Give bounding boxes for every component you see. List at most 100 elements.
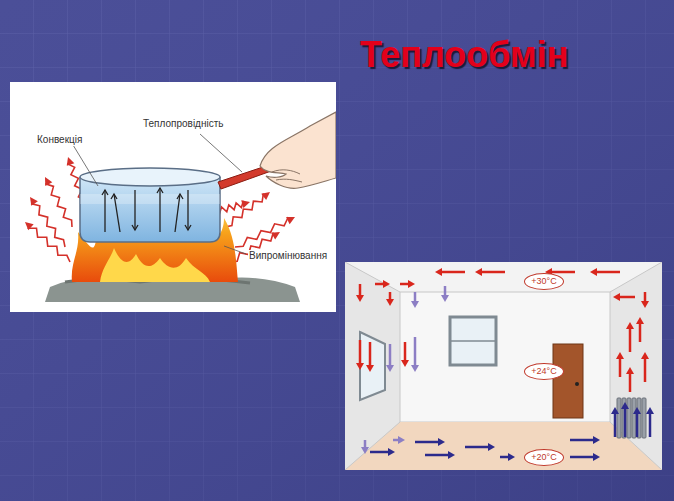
airflow-arrow bbox=[415, 441, 440, 444]
temperature-ellipse: +24°C bbox=[524, 363, 564, 380]
radiation-head bbox=[67, 157, 75, 166]
convection-arrow bbox=[159, 188, 160, 232]
callout-label: Випромінювання bbox=[248, 250, 328, 262]
airflow-head bbox=[435, 268, 442, 276]
airflow-head bbox=[448, 451, 455, 459]
convection-head bbox=[157, 188, 163, 193]
convection-head bbox=[132, 225, 138, 230]
radiation-head bbox=[25, 222, 34, 230]
temperature-ellipse: +30°C bbox=[524, 273, 564, 290]
temperature-text: +20°C bbox=[531, 452, 556, 462]
airflow-arrow bbox=[619, 357, 622, 377]
airflow-head bbox=[401, 360, 409, 367]
airflow-head bbox=[411, 301, 419, 308]
airflow-head bbox=[361, 447, 369, 454]
airflow-arrow bbox=[480, 271, 505, 274]
airflow-head bbox=[590, 268, 597, 276]
airflow-arrow bbox=[624, 407, 627, 437]
airflow-head bbox=[641, 352, 649, 359]
convection-head bbox=[111, 194, 117, 199]
airflow-head bbox=[411, 365, 419, 372]
radiation-head bbox=[261, 192, 270, 200]
airflow-head bbox=[388, 448, 395, 456]
airflow-arrow bbox=[550, 271, 575, 274]
airflow-arrow bbox=[629, 372, 632, 392]
convection-arrow bbox=[134, 190, 135, 230]
radiation-wave bbox=[31, 204, 65, 247]
airflow-head bbox=[613, 293, 620, 301]
airflow-head bbox=[441, 295, 449, 302]
radiator-fin bbox=[627, 398, 631, 438]
airflow-arrow bbox=[614, 412, 617, 437]
convection-head bbox=[185, 225, 191, 230]
airflow-head bbox=[616, 352, 624, 359]
convection-head bbox=[102, 190, 108, 195]
airflow-arrow bbox=[629, 327, 632, 352]
airflow-head bbox=[621, 402, 629, 409]
convection-arrow bbox=[175, 194, 180, 232]
airflow-arrow bbox=[369, 342, 372, 367]
airflow-arrow bbox=[570, 456, 595, 459]
slide-title: Теплообмін bbox=[360, 34, 568, 76]
airflow-head bbox=[383, 280, 390, 288]
airflow-arrow bbox=[636, 412, 639, 437]
airflow-arrow bbox=[425, 454, 450, 457]
airflow-head bbox=[398, 436, 405, 444]
radiation-head bbox=[271, 232, 280, 240]
airflow-head bbox=[593, 436, 600, 444]
airflow-head bbox=[356, 295, 364, 302]
radiation-wave bbox=[235, 217, 288, 247]
airflow-head bbox=[508, 453, 515, 461]
airflow-arrow bbox=[595, 271, 620, 274]
airflow-head bbox=[611, 407, 619, 414]
room-illustration bbox=[345, 262, 662, 470]
airflow-head bbox=[366, 365, 374, 372]
airflow-head bbox=[488, 443, 495, 451]
airflow-arrow bbox=[618, 296, 635, 299]
airflow-head bbox=[593, 453, 600, 461]
radiation-head bbox=[45, 177, 52, 186]
airflow-head bbox=[633, 407, 641, 414]
radiation-wave bbox=[45, 184, 72, 227]
pot-illustration bbox=[10, 82, 336, 312]
airflow-head bbox=[438, 438, 445, 446]
airflow-head bbox=[626, 367, 634, 374]
airflow-arrow bbox=[465, 446, 490, 449]
temperature-ellipse: +20°C bbox=[524, 449, 564, 466]
airflow-arrow bbox=[639, 322, 642, 342]
airflow-arrow bbox=[370, 451, 390, 454]
airflow-arrow bbox=[404, 342, 407, 362]
temperature-text: +30°C bbox=[531, 276, 556, 286]
airflow-arrow bbox=[389, 344, 392, 367]
airflow-head bbox=[646, 407, 654, 414]
airflow-head bbox=[386, 299, 394, 306]
radiator-fin bbox=[642, 398, 646, 438]
airflow-arrow bbox=[644, 357, 647, 382]
radiator-fin bbox=[632, 398, 636, 438]
radiation-head bbox=[30, 197, 38, 206]
callout-label: Конвекція bbox=[36, 134, 83, 146]
airflow-arrow bbox=[359, 340, 362, 365]
radiation-head bbox=[286, 217, 295, 224]
radiation-wave bbox=[28, 228, 71, 262]
temperature-text: +24°C bbox=[531, 366, 556, 376]
radiation-head bbox=[241, 200, 250, 208]
airflow-head bbox=[408, 280, 415, 288]
convection-arrow bbox=[114, 194, 120, 232]
radiation-wave bbox=[225, 193, 263, 227]
airflow-head bbox=[475, 268, 482, 276]
airflow-head bbox=[636, 317, 644, 324]
airflow-arrow bbox=[649, 412, 652, 437]
airflow-arrow bbox=[440, 271, 465, 274]
airflow-arrow bbox=[570, 439, 595, 442]
radiator-fin bbox=[617, 398, 621, 438]
airflow-head bbox=[641, 301, 649, 308]
airflow-arrow bbox=[414, 337, 417, 367]
radiator-fin bbox=[637, 398, 641, 438]
airflow-head bbox=[356, 363, 364, 370]
convection-head bbox=[177, 194, 183, 199]
callout-label: Теплопровідність bbox=[142, 118, 224, 130]
airflow-head bbox=[386, 365, 394, 372]
airflow-head bbox=[626, 322, 634, 329]
convection-arrow bbox=[187, 190, 188, 230]
